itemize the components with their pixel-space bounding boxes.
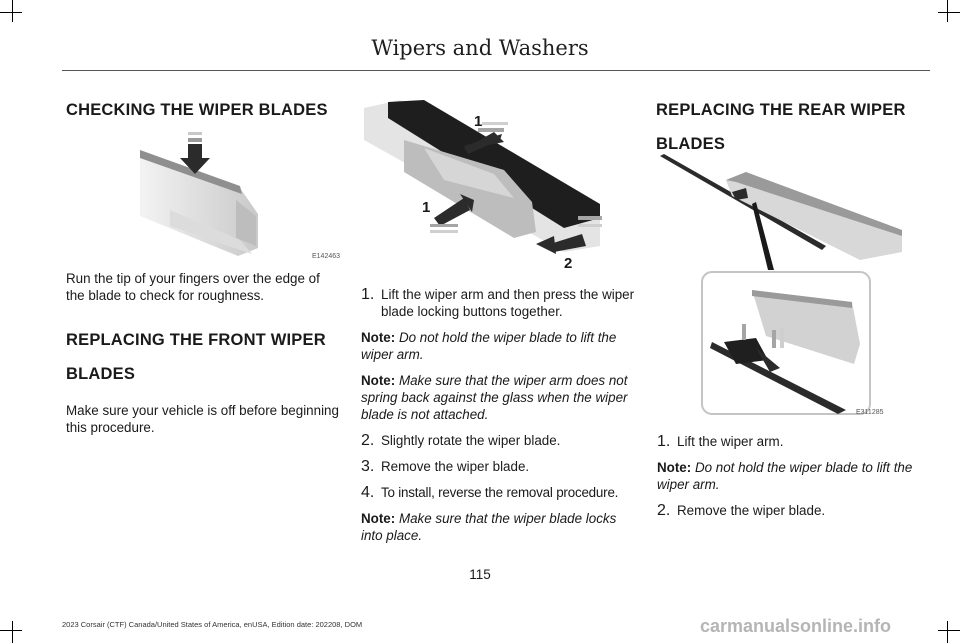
rear-wiper-figure: E311285 xyxy=(656,152,906,418)
step-number: 2. xyxy=(361,432,375,449)
footer-edition: 2023 Corsair (CTF) Canada/United States … xyxy=(62,620,363,629)
crop-mark xyxy=(0,12,22,13)
column-3: REPLACING THE REAR WIPER BLADES xyxy=(656,96,930,158)
wiper-release-illustration: 1 1 2 xyxy=(364,100,602,272)
step-number: 1. xyxy=(657,433,671,450)
rear-wiper-illustration: E311285 xyxy=(660,154,902,416)
arrow-icon xyxy=(462,122,508,154)
step-text: Lift the wiper arm. xyxy=(677,434,784,449)
step-number: 1. xyxy=(361,286,375,303)
step-item: 2. Remove the wiper blade. xyxy=(657,502,929,519)
note: Note: Do not hold the wiper blade to lif… xyxy=(657,459,929,493)
crop-mark xyxy=(938,12,960,13)
step-number: 2. xyxy=(657,502,671,519)
section-heading: CHECKING THE WIPER BLADES xyxy=(66,101,328,119)
release-buttons-figure: 1 1 2 xyxy=(364,100,604,272)
note-label: Note: xyxy=(361,373,396,388)
note-label: Note: xyxy=(657,460,692,475)
step-text: Remove the wiper blade. xyxy=(381,459,530,474)
callout-label: 2 xyxy=(564,255,572,270)
arrow-icon xyxy=(742,324,784,372)
step-item: 4. To install, reverse the removal proce… xyxy=(361,484,635,501)
step-text: To install, reverse the removal procedur… xyxy=(381,485,619,500)
column-1-body: Run the tip of your fingers over the edg… xyxy=(66,270,342,436)
section-heading: REPLACING THE FRONT WIPER xyxy=(66,331,326,349)
step-item: 1. Lift the wiper arm and then press the… xyxy=(361,286,635,320)
step-number: 4. xyxy=(361,484,375,501)
front-intro-text: Make sure your vehicle is off before beg… xyxy=(66,403,339,435)
figure-id: E311285 xyxy=(856,409,884,416)
crop-mark xyxy=(938,630,960,631)
wiper-blade-figure: E142463 xyxy=(140,130,340,262)
column-2-body: 1. Lift the wiper arm and then press the… xyxy=(361,286,635,544)
step-text: Slightly rotate the wiper blade. xyxy=(381,433,561,448)
step-text: Remove the wiper blade. xyxy=(677,503,826,518)
page-number: 115 xyxy=(469,567,491,582)
step-item: 2. Slightly rotate the wiper blade. xyxy=(361,432,635,449)
step-text: Lift the wiper arm and then press the wi… xyxy=(381,287,635,319)
section-heading-cont: BLADES xyxy=(66,365,136,383)
wiper-blade-illustration: E142463 xyxy=(140,132,340,260)
column-1: CHECKING THE WIPER BLADES xyxy=(66,96,338,124)
arrow-icon xyxy=(430,194,474,233)
step-item: 1. Lift the wiper arm. xyxy=(657,433,929,450)
note: Note: Make sure that the wiper arm does … xyxy=(361,372,635,423)
note-label: Note: xyxy=(361,511,396,526)
step-item: 3. Remove the wiper blade. xyxy=(361,458,635,475)
note-text: Make sure that the wiper blade locks int… xyxy=(361,511,617,543)
crop-mark xyxy=(12,0,13,22)
crop-mark xyxy=(947,0,948,22)
step-number: 3. xyxy=(361,458,375,475)
note-label: Note: xyxy=(361,330,396,345)
watermark: carmanualsonline.info xyxy=(700,616,892,636)
crop-mark xyxy=(12,621,13,643)
note: Note: Make sure that the wiper blade loc… xyxy=(361,510,635,544)
section-heading: REPLACING THE REAR WIPER xyxy=(656,101,906,119)
note-text: Make sure that the wiper arm does not sp… xyxy=(361,373,628,422)
section-heading-cont: BLADES xyxy=(656,135,726,153)
page-header-title: Wipers and Washers xyxy=(371,36,589,60)
column-3-body: 1. Lift the wiper arm. Note: Do not hold… xyxy=(657,433,929,519)
note-text: Do not hold the wiper blade to lift the … xyxy=(657,460,913,492)
header-rule xyxy=(62,70,930,71)
figure-id: E142463 xyxy=(312,253,340,260)
crop-mark xyxy=(947,621,948,643)
callout-label: 1 xyxy=(474,113,482,130)
crop-mark xyxy=(0,630,22,631)
down-arrow-icon xyxy=(180,132,210,174)
check-instruction: Run the tip of your fingers over the edg… xyxy=(66,271,320,303)
note-text: Do not hold the wiper blade to lift the … xyxy=(361,330,617,362)
note: Note: Do not hold the wiper blade to lif… xyxy=(361,329,635,363)
arrow-icon xyxy=(536,216,602,254)
callout-label: 1 xyxy=(422,199,430,216)
